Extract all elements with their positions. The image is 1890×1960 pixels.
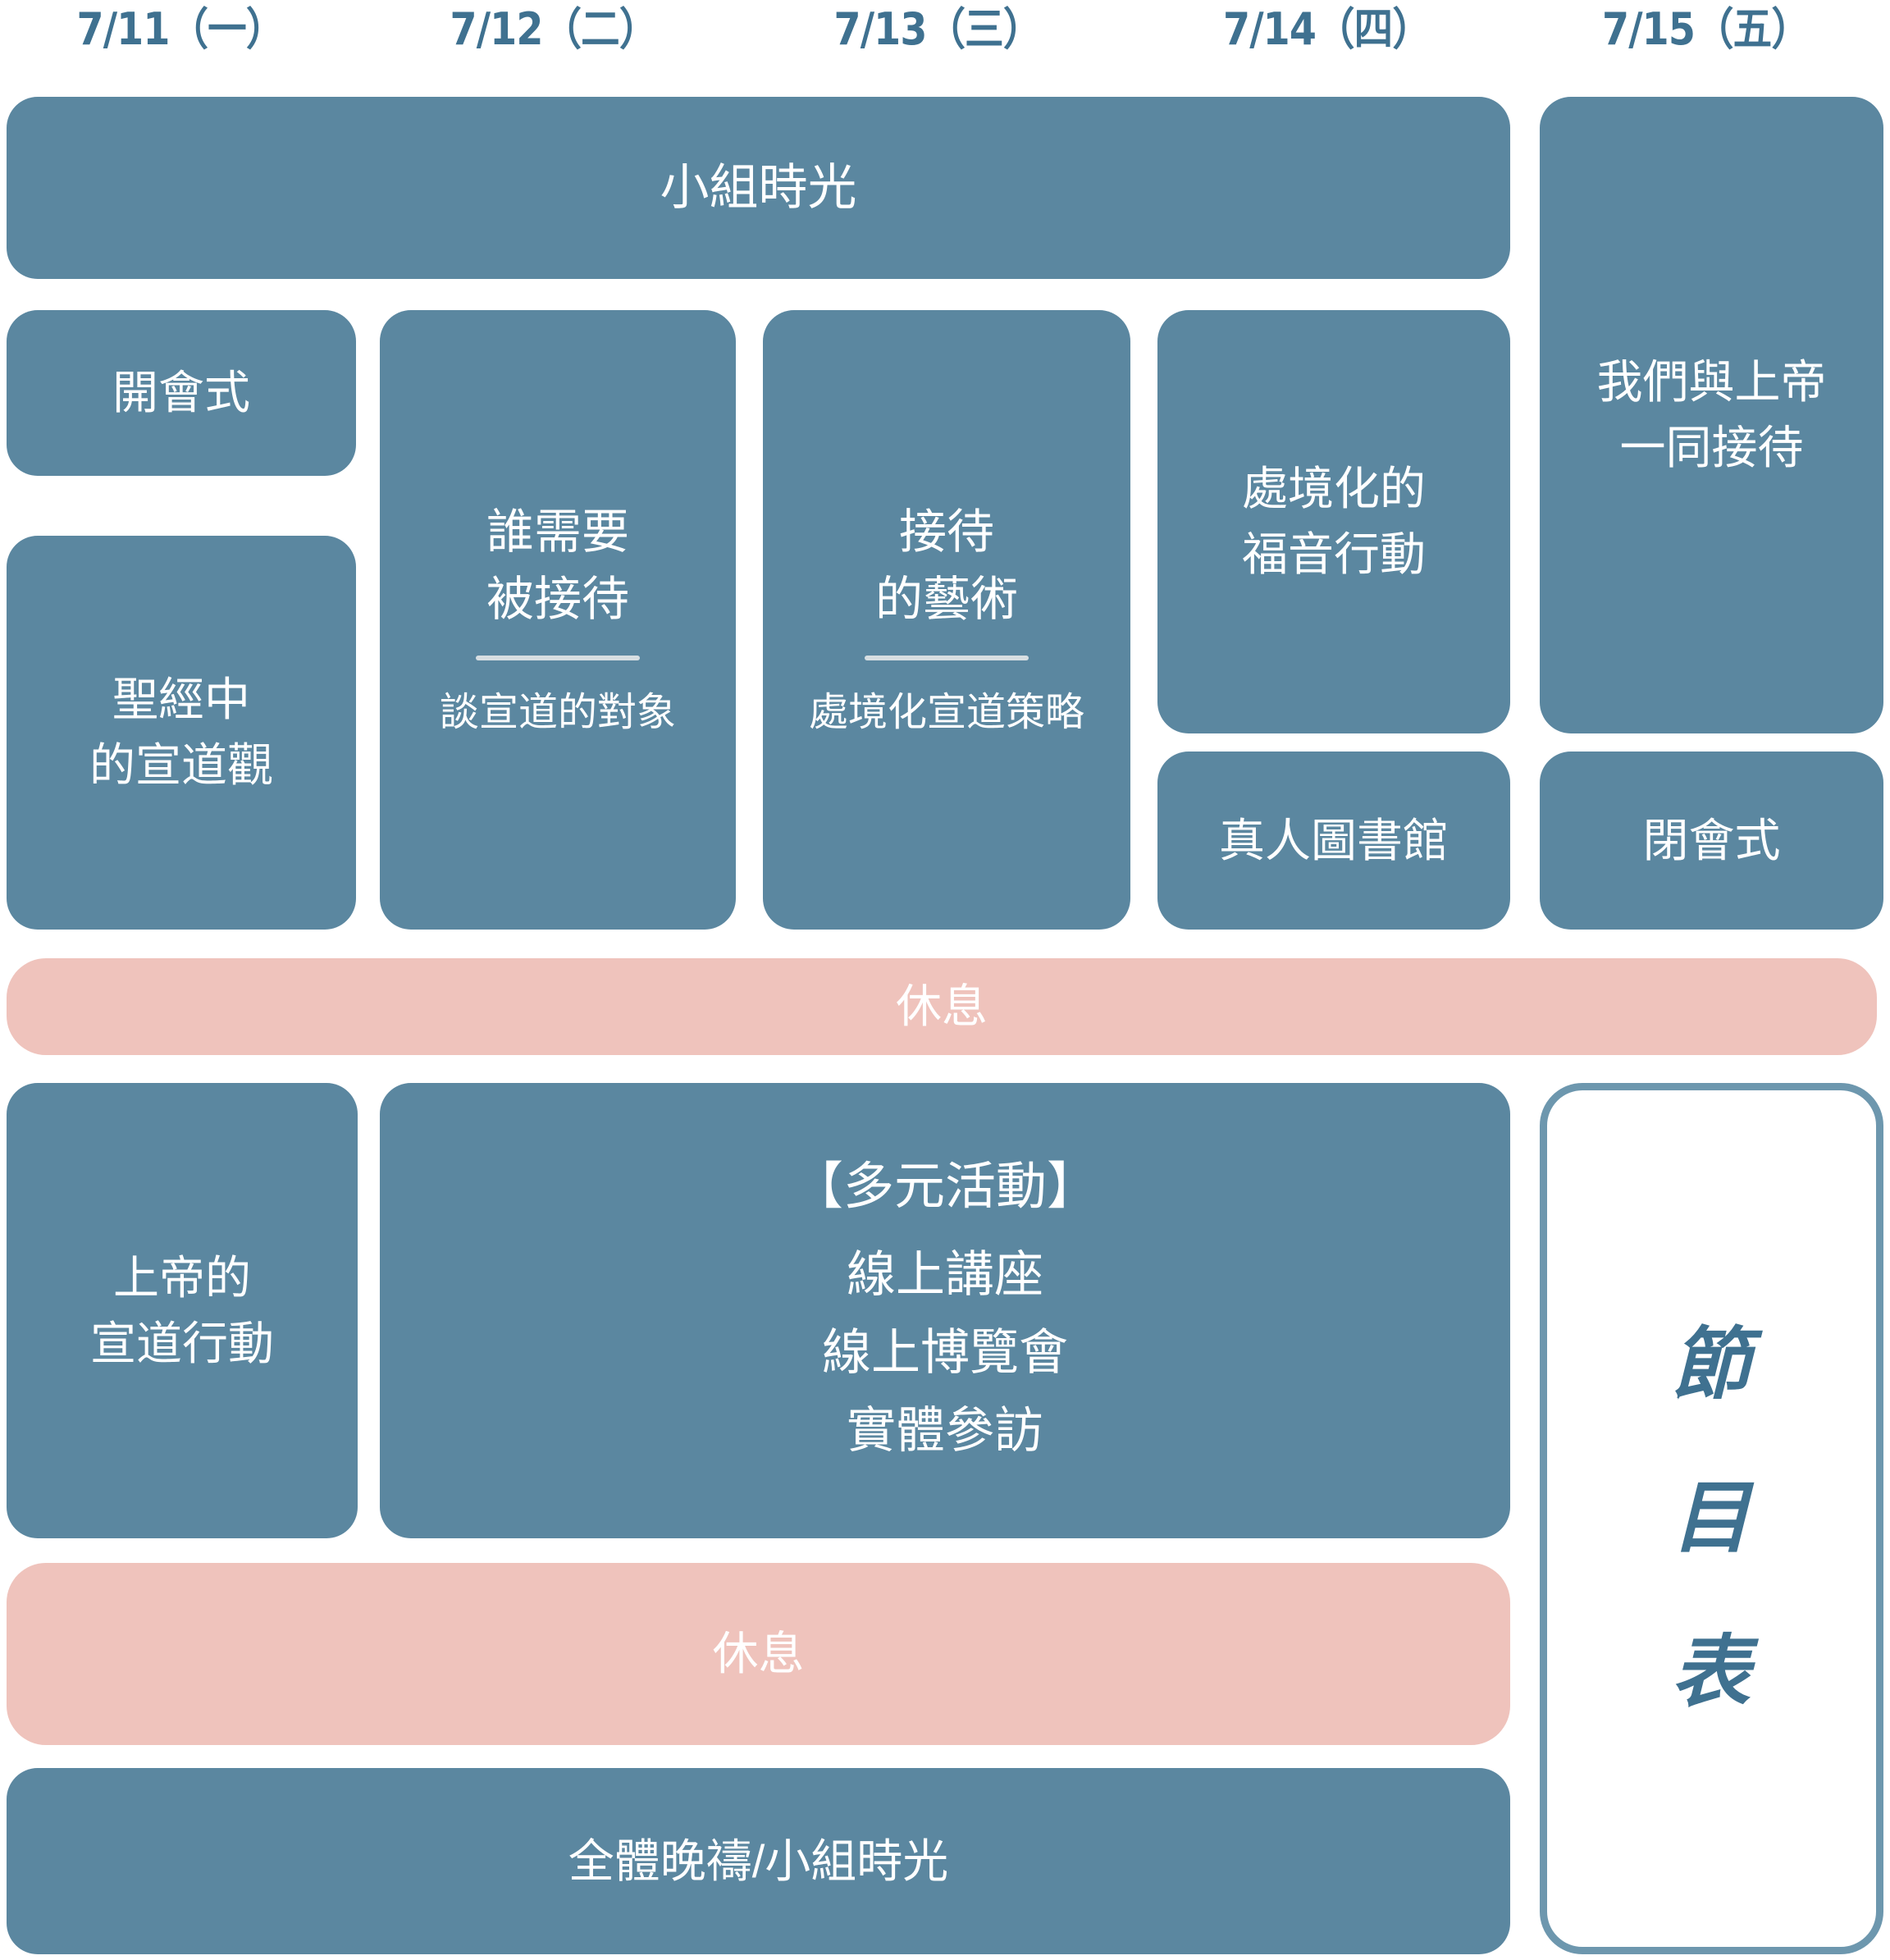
card-group-time-morning[interactable]: 小組時光 (7, 97, 1510, 279)
day-header-row: 7/11（一） 7/12（二） 7/13（三） 7/14（四） 7/15（五） (0, 0, 1890, 59)
day-header-2: 7/13（三） (833, 2, 1043, 55)
card-label: 休息 (896, 980, 988, 1033)
card-evening-prayer[interactable]: 全體晚禱/小組時光 (7, 1768, 1510, 1954)
card-rest-second: 休息 (7, 1563, 1510, 1745)
card-opening-ceremony[interactable]: 開會式 (7, 310, 356, 476)
card-human-library[interactable]: 真人圖書館 (1157, 752, 1510, 930)
card-label: 全體晚禱/小組時光 (568, 1834, 949, 1887)
card-label-line-1: 處境化的 (1242, 463, 1426, 515)
card-bible-missiology[interactable]: 聖經中 的宣道觀 (7, 536, 356, 930)
card-label-line-1: 誰需要 (486, 505, 629, 560)
card-item-3: 實體參訪 (847, 1402, 1043, 1458)
program-title-vertical: 節 目 表 (1672, 1288, 1752, 1749)
card-label-line-1: 接待 (898, 505, 994, 560)
card-closing-ceremony[interactable]: 閉會式 (1540, 752, 1883, 930)
card-label: 閉會式 (1642, 814, 1781, 866)
card-program-title: 節 目 表 (1540, 1083, 1883, 1954)
card-label-line-2: 福音行動 (1242, 528, 1426, 580)
card-host-with-god[interactable]: 我們與上帝 一同接待 (1540, 97, 1883, 733)
card-contextual-gospel-action[interactable]: 處境化的 福音行動 (1157, 310, 1510, 733)
card-who-needs-hospitality[interactable]: 誰需要 被接待 談宣道的對象 (380, 310, 736, 930)
card-label: 休息 (712, 1628, 805, 1680)
day-header-1: 7/12（二） (450, 2, 659, 55)
card-title: 【多元活動】 (792, 1158, 1098, 1216)
card-divider (476, 655, 640, 660)
card-label-line-2: 的藝術 (874, 573, 1018, 627)
program-title-char-2: 目 (1671, 1472, 1752, 1565)
card-multi-activities[interactable]: 【多元活動】 線上講座 線上博覽會 實體參訪 (380, 1083, 1510, 1538)
day-header-0: 7/11（一） (76, 2, 285, 55)
card-label: 小組時光 (660, 160, 857, 216)
card-label: 真人圖書館 (1219, 814, 1449, 866)
card-label-line-1: 聖經中 (112, 674, 250, 726)
card-gods-mission-action[interactable]: 上帝的 宣道行動 (7, 1083, 358, 1538)
card-art-of-hospitality[interactable]: 接待 的藝術 處境化宣道策略 (763, 310, 1130, 930)
card-subtitle: 處境化宣道策略 (808, 690, 1084, 734)
card-label-line-2: 的宣道觀 (89, 739, 273, 791)
program-title-char-1: 節 (1671, 1318, 1752, 1411)
card-label-line-2: 一同接待 (1619, 422, 1804, 473)
card-divider (865, 655, 1029, 660)
card-label-line-2: 宣道行動 (90, 1317, 274, 1369)
card-label: 開會式 (112, 367, 250, 419)
day-header-3: 7/14（四） (1223, 2, 1431, 55)
card-rest-first: 休息 (7, 958, 1877, 1055)
card-item-1: 線上講座 (847, 1247, 1043, 1303)
card-label-line-1: 我們與上帝 (1596, 356, 1827, 409)
card-subtitle: 談宣道的對象 (439, 690, 676, 734)
day-header-4: 7/15（五） (1602, 2, 1810, 55)
card-item-2: 線上博覽會 (822, 1325, 1068, 1381)
card-label-line-2: 被接待 (486, 573, 629, 627)
card-label-line-1: 上帝的 (113, 1251, 251, 1304)
program-title-char-3: 表 (1671, 1625, 1752, 1718)
